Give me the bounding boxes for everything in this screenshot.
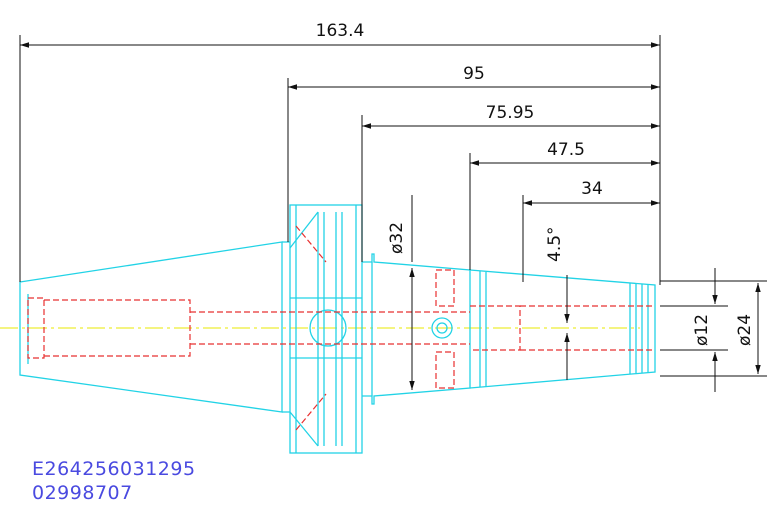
dim-nose-length: 34: [581, 179, 603, 199]
dim-taper-angle: 4.5°: [545, 226, 565, 262]
holder-outline: [19, 204, 656, 454]
dim-diameter-bore: ø12: [692, 314, 712, 346]
part-code-line-2: 02998707: [32, 482, 133, 504]
hidden-lines: [27, 225, 655, 431]
dim-flange-length: 95: [463, 64, 485, 84]
part-code-line-1: E264256031295: [32, 458, 196, 480]
dim-overall-length: 163.4: [316, 21, 365, 41]
dim-diameter-body: ø32: [387, 222, 407, 254]
dim-body-length: 75.95: [486, 103, 535, 123]
dim-step-length: 47.5: [547, 140, 585, 160]
dimension-lines: [20, 42, 761, 392]
dim-diameter-nose: ø24: [735, 314, 755, 346]
